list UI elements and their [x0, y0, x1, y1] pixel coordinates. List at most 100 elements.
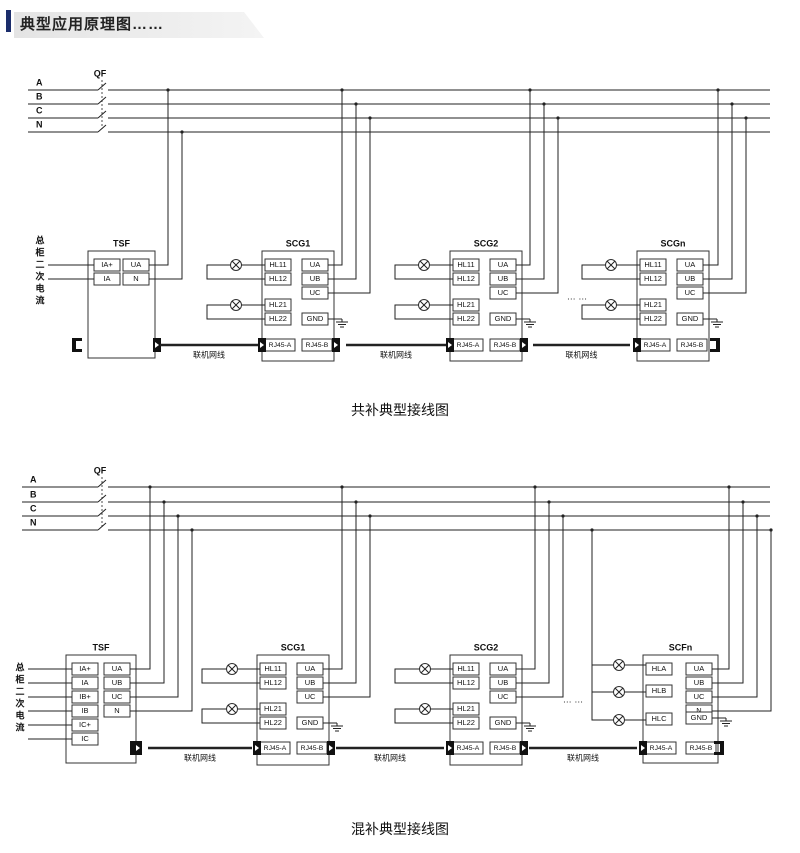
unit-voltage-wire — [516, 118, 559, 294]
lamp-wire — [581, 264, 640, 280]
rj45b-label: RJ45-B — [494, 745, 517, 752]
unit-voltage-label: UC — [305, 692, 316, 701]
phase-label-b: B — [36, 91, 43, 101]
lamp-cross — [231, 260, 241, 270]
lamp-cross — [614, 660, 624, 670]
unit-voltage-label: UB — [498, 274, 508, 283]
lamp-wire — [201, 668, 260, 684]
lamp-wire — [394, 304, 453, 320]
rj45-arrow — [329, 745, 333, 751]
unit-voltage-label: UB — [694, 678, 704, 687]
unit-voltage-wire — [323, 502, 357, 684]
network-terminator-icon-left — [130, 741, 140, 755]
lamp-wire — [394, 668, 453, 684]
tsf-title: TSF — [113, 238, 131, 248]
rj45b-label: RJ45-B — [301, 745, 324, 752]
terminator-shape — [130, 741, 140, 755]
side-label-char: 柜 — [34, 247, 44, 259]
unit-voltage-label: UC — [694, 692, 705, 701]
junction-dot — [528, 88, 532, 92]
diagram-caption: 混补典型接线图 — [351, 821, 449, 838]
lamp-cross — [227, 664, 237, 674]
output-label: HL22 — [269, 314, 287, 323]
output-terminal — [645, 712, 673, 726]
output-label: HL21 — [644, 300, 662, 309]
output-label: HL12 — [457, 274, 475, 283]
output-label: HL21 — [457, 704, 475, 713]
lamp-wire — [394, 264, 453, 280]
header-accent-bar — [6, 10, 11, 32]
tsf-voltage-wire — [130, 516, 179, 698]
junction-dot — [354, 102, 358, 106]
unit-voltage-wire — [712, 502, 744, 684]
unit-voltage-wire — [703, 90, 719, 266]
output-label: HLC — [651, 714, 667, 723]
tsf-voltage-label: N — [114, 706, 119, 715]
tsf-title: TSF — [93, 642, 111, 652]
network-terminator-icon-right — [710, 338, 720, 352]
phase-label-a: A — [30, 474, 37, 484]
unit-title: SCG1 — [286, 238, 311, 248]
breaker-contact — [97, 479, 107, 488]
lamp-wire — [394, 708, 453, 724]
phase-label-b: B — [30, 489, 37, 499]
section-header: 典型应用原理图…… — [0, 0, 800, 40]
unit-voltage-label: UC — [498, 288, 509, 297]
junction-dot — [354, 500, 358, 504]
network-cable-label: 联机网线 — [184, 753, 216, 763]
network-cable-label: 联机网线 — [193, 350, 225, 360]
tsf-input-label: IA — [103, 274, 110, 283]
network-cable-label: 联机网线 — [380, 350, 412, 360]
unit-voltage-label: UA — [305, 664, 315, 673]
junction-dot — [148, 485, 152, 489]
junction-dot — [162, 500, 166, 504]
output-label: HL22 — [457, 718, 475, 727]
rj45a-label: RJ45-A — [457, 342, 480, 349]
unit-voltage-label: UA — [498, 260, 508, 269]
header-band — [14, 12, 264, 38]
lamp-wire — [206, 264, 265, 280]
phase-label-n: N — [30, 517, 37, 527]
rj45a-label: RJ45-A — [644, 342, 667, 349]
gnd-label: GND — [495, 718, 512, 727]
rj45-arrow — [641, 745, 645, 751]
junction-dot — [533, 485, 537, 489]
side-label-char: 流 — [15, 722, 24, 734]
unit-voltage-wire — [323, 487, 343, 670]
output-label: HL11 — [457, 260, 474, 269]
lamp-cross — [419, 300, 429, 310]
junction-dot — [727, 485, 731, 489]
junction-dot — [769, 528, 773, 532]
breaker-label: QF — [94, 68, 107, 78]
junction-dot — [166, 88, 170, 92]
junction-dot — [340, 485, 344, 489]
output-label: HLB — [652, 686, 667, 695]
tsf-input-label: IA — [81, 678, 88, 687]
side-label-char: 二 — [15, 688, 24, 698]
output-label: HL11 — [264, 664, 281, 673]
output-label: HL22 — [457, 314, 475, 323]
unit-title: SCGn — [660, 238, 685, 248]
tsf-input-label: IC — [81, 734, 89, 743]
rj45a-label: RJ45-A — [650, 745, 673, 752]
output-label: HL12 — [644, 274, 662, 283]
output-label: HL21 — [264, 704, 282, 713]
unit-title: SCG2 — [474, 642, 499, 652]
side-label-char: 次 — [35, 271, 44, 283]
page-title: 典型应用原理图…… — [20, 16, 165, 33]
lamp-wire — [201, 708, 260, 724]
junction-dot — [590, 528, 594, 532]
breaker-contact — [97, 82, 107, 91]
output-label: HL12 — [269, 274, 287, 283]
rj45b-label: RJ45-B — [306, 342, 329, 349]
rj45-arrow — [522, 342, 526, 348]
unit-voltage-label: UC — [498, 692, 509, 701]
rj45b-port — [685, 741, 717, 755]
unit-voltage-wire — [712, 487, 730, 670]
unit-voltage-label: UC — [685, 288, 696, 297]
rj45-arrow — [155, 342, 159, 348]
output-label: HL21 — [457, 300, 475, 309]
unit-voltage-wire — [328, 118, 371, 294]
terminator-shape — [72, 338, 82, 352]
